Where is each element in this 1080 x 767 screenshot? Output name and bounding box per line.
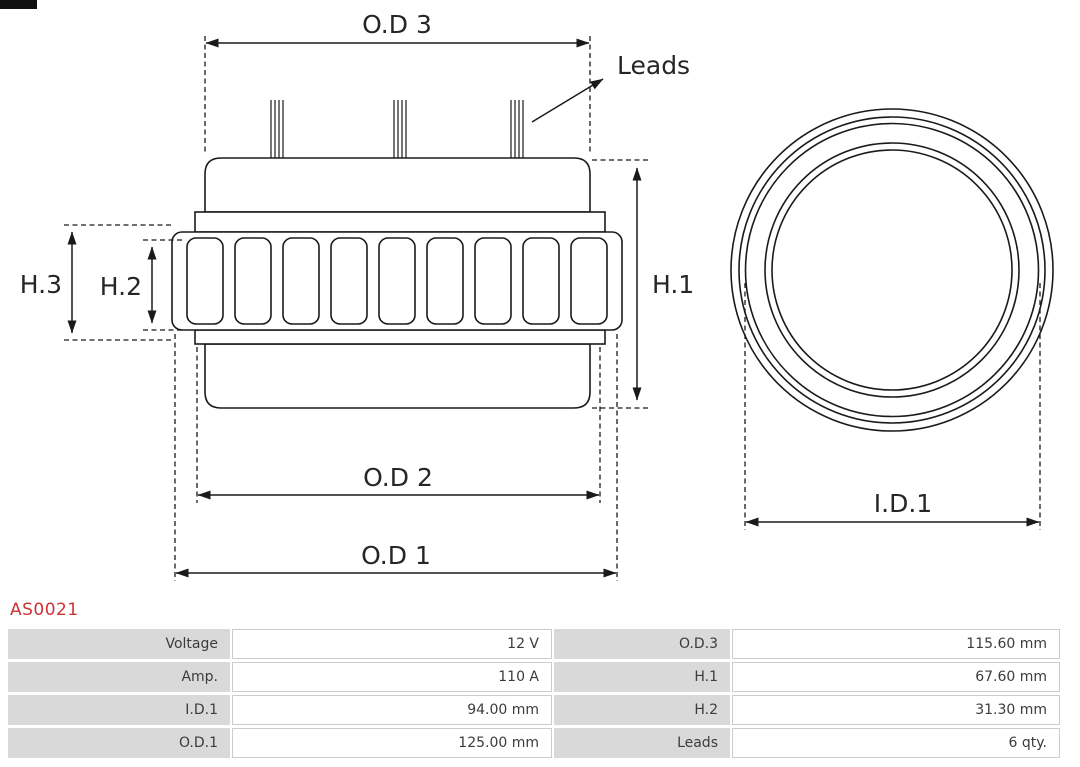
- spec-label-leads: Leads: [554, 728, 730, 758]
- spec-label-voltage: Voltage: [8, 629, 230, 659]
- inner-circle: [771, 149, 1013, 391]
- leads-annotation: Leads: [531, 51, 690, 123]
- stack-step-top: [194, 211, 606, 233]
- spec-label-h2: H.2: [554, 695, 730, 725]
- stator-slots: [186, 237, 608, 325]
- stator-side-view: [171, 100, 623, 409]
- dimension-id1: I.D.1: [744, 283, 1041, 530]
- corner-artifact: [0, 0, 37, 9]
- spec-label-h1: H.1: [554, 662, 730, 692]
- dim-label-od2: O.D 2: [363, 463, 433, 492]
- dim-label-od3: O.D 3: [362, 10, 432, 39]
- winding-bottom: [204, 343, 591, 409]
- spec-value-h2: 31.30 mm: [732, 695, 1060, 725]
- outer-circle: [730, 108, 1054, 432]
- spec-value-id1: 94.00 mm: [232, 695, 552, 725]
- spec-label-id1: I.D.1: [8, 695, 230, 725]
- product-code: AS0021: [10, 600, 79, 620]
- leads-label: Leads: [617, 51, 690, 80]
- dimension-h3: H.3: [20, 224, 172, 341]
- dimension-h1: H.1: [592, 159, 694, 409]
- dim-label-id1: I.D.1: [874, 489, 932, 518]
- spec-label-od1: O.D.1: [8, 728, 230, 758]
- spec-value-h1: 67.60 mm: [732, 662, 1060, 692]
- spec-value-leads: 6 qty.: [732, 728, 1060, 758]
- spec-label-od3: O.D.3: [554, 629, 730, 659]
- dim-label-h2: H.2: [100, 272, 142, 301]
- dimension-od1: O.D 1: [174, 334, 618, 581]
- lamination-stack: [171, 231, 623, 331]
- stator-front-view: [730, 108, 1054, 432]
- stack-step-bottom: [194, 329, 606, 345]
- dimension-od2: O.D 2: [196, 347, 601, 503]
- spec-table: Voltage 12 V O.D.3 115.60 mm Amp. 110 A …: [8, 629, 1060, 758]
- dim-label-h3: H.3: [20, 270, 62, 299]
- winding-top: [204, 157, 591, 213]
- dimension-od3: O.D 3: [204, 10, 591, 155]
- spec-value-voltage: 12 V: [232, 629, 552, 659]
- spec-value-amp: 110 A: [232, 662, 552, 692]
- stator-technical-diagram: O.D 3 Leads H.1 H.3 H.2 O.D 2 O.D 1: [20, 10, 1054, 581]
- lead-wires: [270, 100, 524, 158]
- dim-label-h1: H.1: [652, 270, 694, 299]
- dimension-h2: H.2: [100, 239, 184, 331]
- spec-value-od3: 115.60 mm: [732, 629, 1060, 659]
- spec-label-amp: Amp.: [8, 662, 230, 692]
- dim-label-od1: O.D 1: [361, 541, 431, 570]
- spec-value-od1: 125.00 mm: [232, 728, 552, 758]
